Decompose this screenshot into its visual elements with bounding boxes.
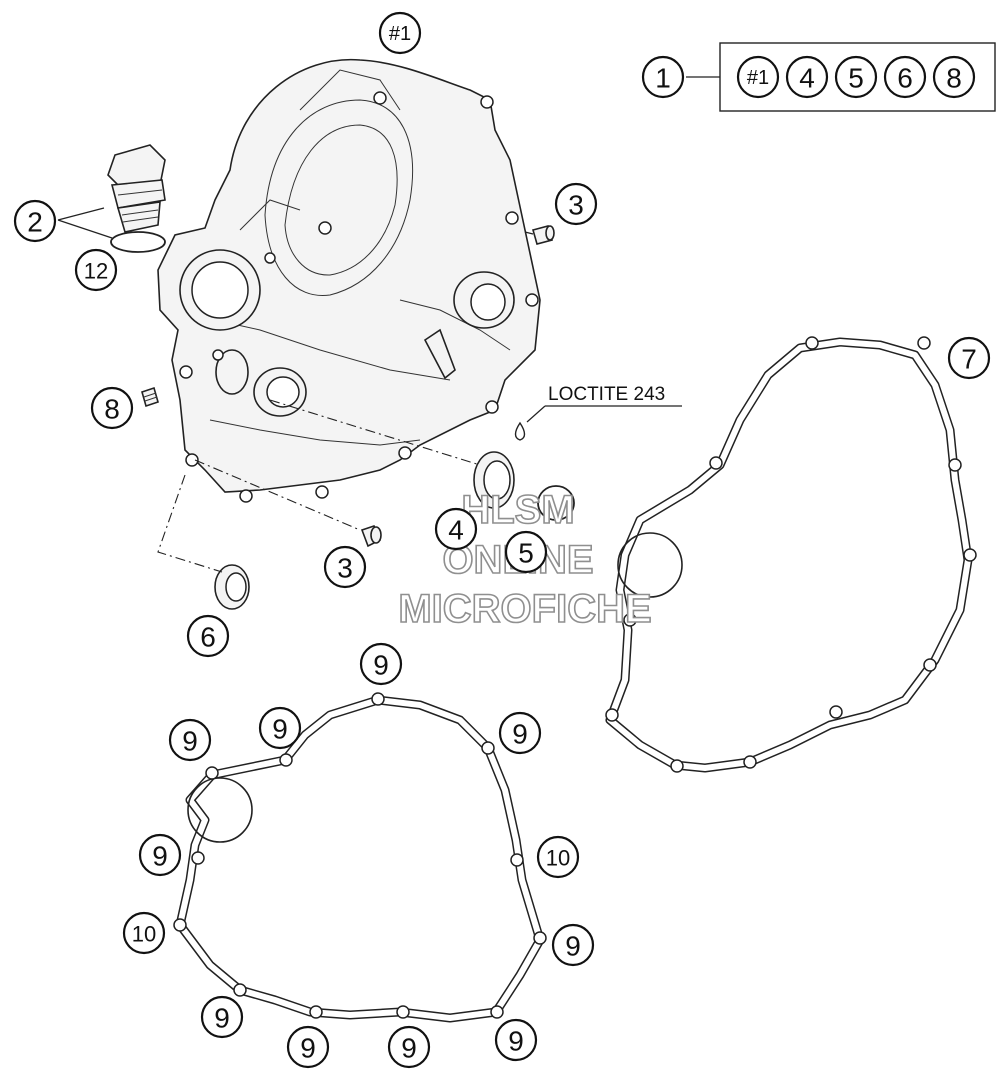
clutch-cover-drawing[interactable] (157, 58, 541, 503)
callout-screw-h[interactable]: 9 (286, 1025, 330, 1069)
kit-item-4: 4 (785, 55, 829, 99)
callout-o-ring[interactable]: 12 (74, 248, 118, 292)
callout-seal-b[interactable]: 5 (504, 530, 548, 574)
o-ring-drawing[interactable] (110, 231, 166, 253)
svg-text:3: 3 (568, 190, 584, 221)
svg-text:6: 6 (897, 63, 913, 94)
callout-plug-screw[interactable]: 8 (90, 386, 134, 430)
shaft-seal-c-drawing[interactable] (214, 564, 250, 610)
shaft-seal-b-drawing[interactable] (537, 485, 575, 521)
callout-dowel-lower[interactable]: 3 (323, 545, 367, 589)
plug-screw-drawing[interactable] (141, 386, 159, 408)
loctite-drop-icon (514, 421, 526, 441)
svg-text:5: 5 (848, 63, 864, 94)
callout-screw-long-b[interactable]: 10 (122, 911, 166, 955)
shaft-seal-a-drawing[interactable] (473, 451, 515, 509)
svg-text:4: 4 (448, 515, 464, 546)
callout-screw-j[interactable]: 9 (494, 1018, 538, 1062)
svg-text:9: 9 (373, 650, 389, 681)
callout-screw-d[interactable]: 9 (498, 711, 542, 755)
svg-text:9: 9 (512, 719, 528, 750)
kit-item-8: 8 (932, 55, 976, 99)
svg-text:6: 6 (200, 622, 216, 653)
outer-gasket-drawing[interactable] (605, 336, 977, 773)
svg-text:8: 8 (946, 63, 962, 94)
svg-text:9: 9 (300, 1033, 316, 1064)
kit-item-5: 5 (834, 55, 878, 99)
callout-seal-c[interactable]: 6 (186, 614, 230, 658)
svg-text:#1: #1 (389, 23, 411, 45)
callout-screw-i[interactable]: 9 (387, 1025, 431, 1069)
svg-text:8: 8 (104, 394, 120, 425)
svg-text:9: 9 (565, 931, 581, 962)
svg-text:MICROFICHE: MICROFICHE (398, 587, 651, 631)
dowel-lower-drawing[interactable] (360, 525, 382, 548)
kit-item-6: 6 (883, 55, 927, 99)
callout-dowel-upper[interactable]: 3 (554, 182, 598, 226)
svg-text:9: 9 (182, 726, 198, 757)
callout-screw-f[interactable]: 9 (551, 923, 595, 967)
filler-plug-drawing[interactable] (107, 144, 166, 233)
svg-text:HLSM: HLSM (461, 488, 574, 532)
svg-text:2: 2 (27, 207, 43, 238)
kit-callout[interactable]: 1 (641, 55, 685, 99)
callout-screw-c[interactable]: 9 (168, 718, 212, 762)
kit-item-cover: #1 (736, 55, 780, 99)
svg-text:#1: #1 (747, 67, 769, 89)
callout-screw-long-a[interactable]: 10 (536, 835, 580, 879)
svg-text:10: 10 (546, 846, 570, 871)
callout-outer-gasket[interactable]: 7 (947, 336, 991, 380)
callout-screw-b[interactable]: 9 (258, 706, 302, 750)
callout-screw-g[interactable]: 9 (200, 995, 244, 1039)
svg-text:1: 1 (655, 63, 671, 94)
svg-text:9: 9 (214, 1003, 230, 1034)
kit-legend: 1 #1 4 5 6 8 (641, 42, 996, 112)
callout-main-cover[interactable]: #1 (378, 11, 422, 55)
svg-text:12: 12 (84, 259, 108, 284)
svg-text:9: 9 (508, 1026, 524, 1057)
svg-text:9: 9 (401, 1033, 417, 1064)
svg-text:5: 5 (518, 538, 534, 569)
svg-text:9: 9 (152, 841, 168, 872)
callout-filler-plug[interactable]: 2 (13, 199, 57, 243)
svg-text:9: 9 (272, 714, 288, 745)
svg-text:4: 4 (799, 63, 815, 94)
svg-text:10: 10 (132, 922, 156, 947)
callout-screw-e[interactable]: 9 (138, 833, 182, 877)
inner-gasket-drawing[interactable] (173, 692, 547, 1023)
svg-text:3: 3 (337, 553, 353, 584)
dowel-upper-drawing[interactable] (532, 225, 555, 245)
svg-text:7: 7 (961, 344, 977, 375)
callout-seal-a[interactable]: 4 (434, 507, 478, 551)
loctite-note: LOCTITE 243 (548, 384, 665, 405)
callout-screw-a[interactable]: 9 (359, 642, 403, 686)
